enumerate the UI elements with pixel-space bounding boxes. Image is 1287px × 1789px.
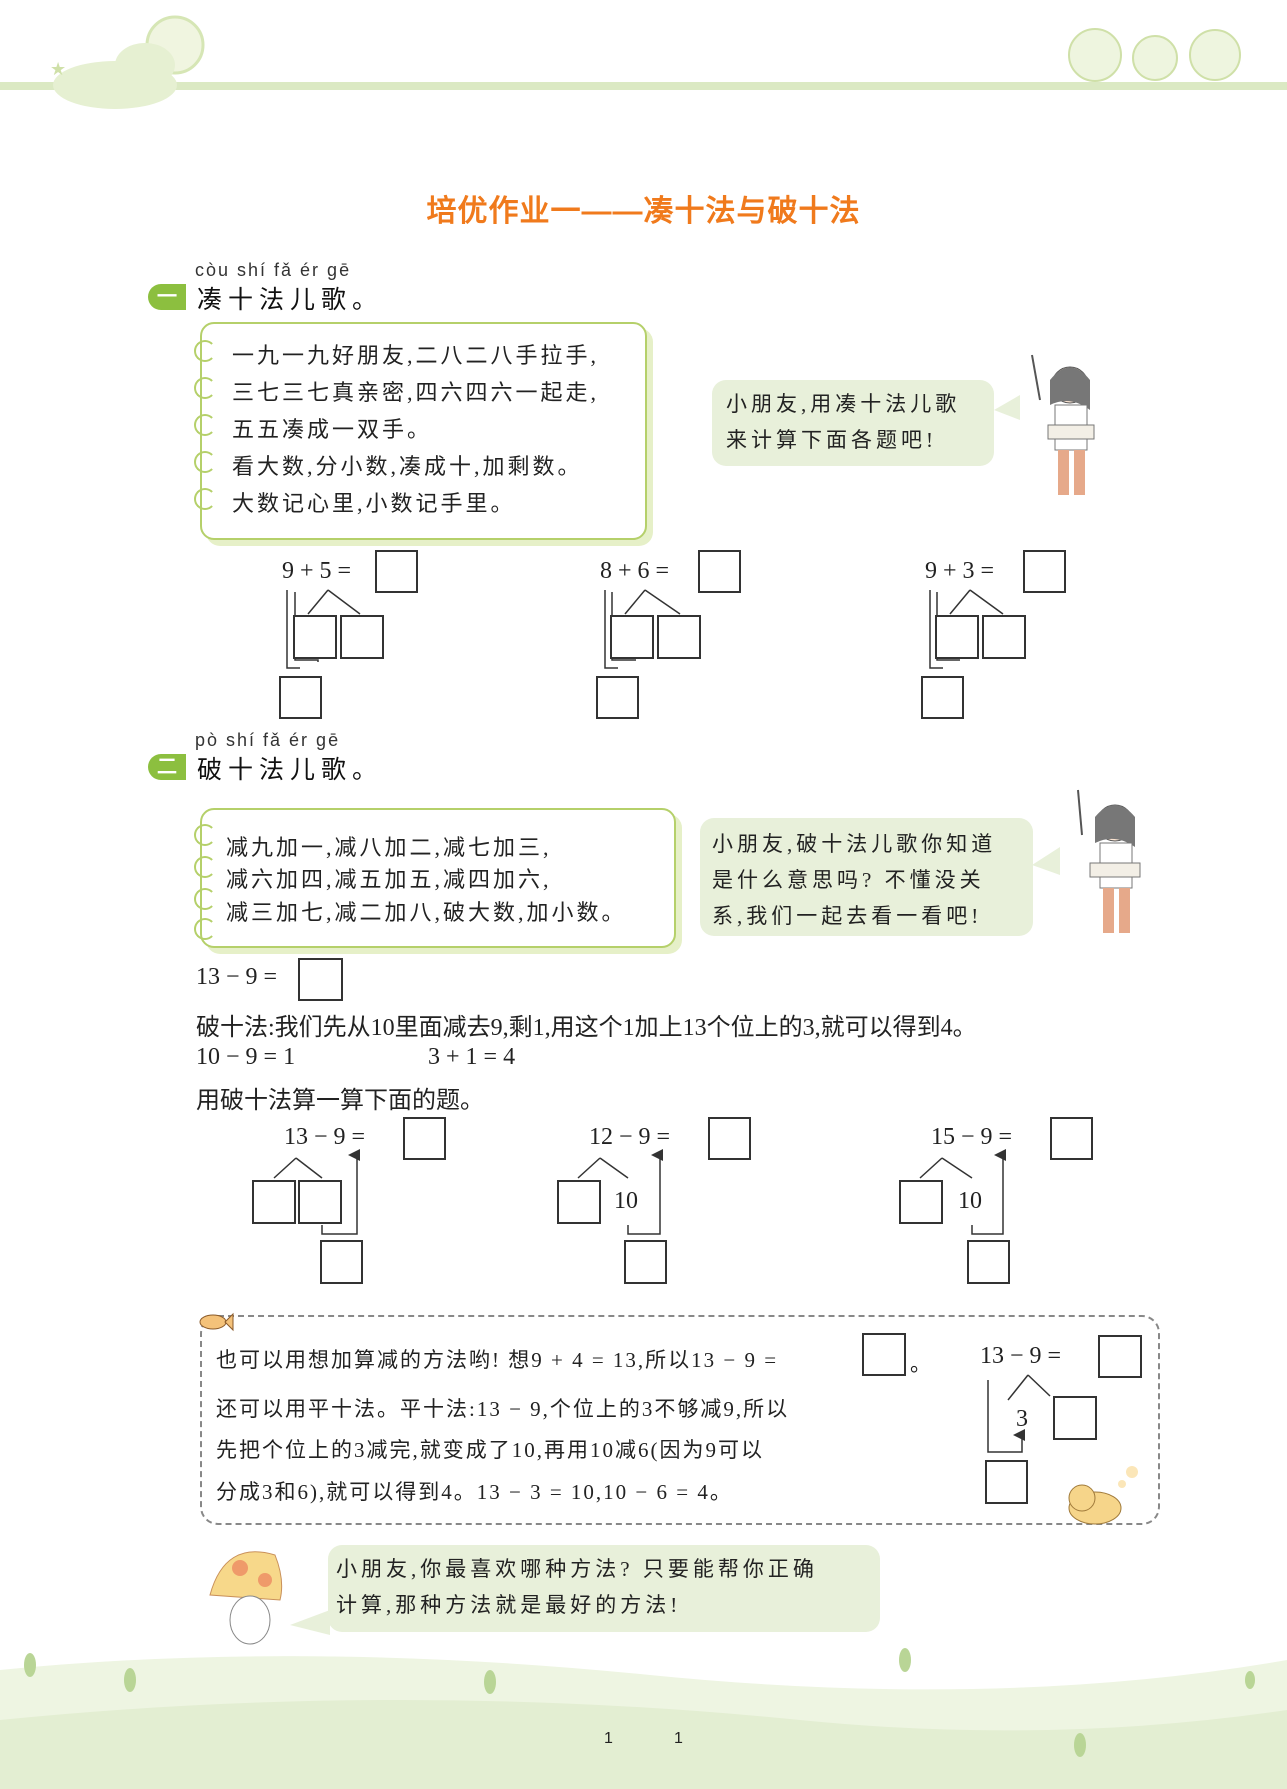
instruction-text: 用破十法算一算下面的题。 xyxy=(196,1088,484,1114)
song-line: 减六加四,减五加五,减四加六, xyxy=(226,867,552,892)
bubble-line: 系,我们一起去看一看吧! xyxy=(712,904,983,928)
result-box[interactable] xyxy=(624,1240,667,1284)
song-line: 五五凑成一双手。 xyxy=(232,417,433,442)
answer-box[interactable] xyxy=(1023,550,1066,593)
ten-box[interactable] xyxy=(921,676,964,719)
fish-icon xyxy=(199,1312,234,1332)
tip-box xyxy=(200,1315,1160,1525)
tip-line: 还可以用平十法。平十法:13 − 9,个位上的3不够减9,所以 xyxy=(216,1397,790,1421)
sun-cloud-decoration: ★ xyxy=(50,15,205,109)
tip-line: 。 xyxy=(910,1352,933,1376)
bubble-line: 计算,那种方法就是最好的方法! xyxy=(336,1593,682,1617)
split-box[interactable] xyxy=(657,615,701,659)
spiral-icon xyxy=(194,451,216,473)
split-box[interactable] xyxy=(610,615,654,659)
bubble-line: 是什么意思吗? 不懂没关 xyxy=(712,868,985,892)
section1-pinyin: còu shí fǎ ér gē xyxy=(195,260,352,280)
spiral-icon xyxy=(194,488,216,510)
explanation-text: 破十法:我们先从10里面减去9,剩1,用这个1加上13个位上的3,就可以得到4。 xyxy=(196,1015,977,1041)
given-ten: 10 xyxy=(958,1188,982,1214)
split-box[interactable] xyxy=(252,1180,296,1224)
mushroom-character-illustration xyxy=(209,1551,330,1645)
result-box[interactable] xyxy=(320,1240,363,1284)
problem-equation: 9 + 5 = xyxy=(282,558,352,584)
section2-pinyin: pò shí fǎ ér gē xyxy=(195,730,341,750)
step-equation: 3 + 1 = 4 xyxy=(428,1044,516,1070)
tip-diagram-lines xyxy=(987,1374,1051,1453)
spiral-icon xyxy=(194,340,216,362)
split-box[interactable] xyxy=(1053,1396,1097,1440)
spiral-icon xyxy=(194,918,216,940)
bubble-line: 小朋友,破十法儿歌你知道 xyxy=(712,832,997,856)
answer-box[interactable] xyxy=(862,1333,906,1376)
teacher-speech-bubble-1: 小朋友,用凑十法儿歌 来计算下面各题吧! xyxy=(712,380,994,466)
section2-diagram-lines xyxy=(273,1149,1006,1235)
split-box[interactable] xyxy=(293,615,337,659)
answer-box[interactable] xyxy=(403,1117,446,1160)
problem-equation: 15 − 9 = xyxy=(931,1124,1013,1150)
bubble-line: 小朋友,用凑十法儿歌 xyxy=(726,392,961,416)
answer-box[interactable] xyxy=(375,550,418,593)
tip-diagram-given: 3 xyxy=(1016,1406,1028,1432)
spiral-icon xyxy=(194,414,216,436)
section2-heading: 破十法儿歌。 xyxy=(197,756,384,784)
teacher-speech-bubble-2: 小朋友,破十法儿歌你知道 是什么意思吗? 不懂没关 系,我们一起去看一看吧! xyxy=(700,818,1033,936)
answer-box[interactable] xyxy=(1050,1117,1093,1160)
song-line: 看大数,分小数,凑成十,加剩数。 xyxy=(232,454,583,479)
bubble-line: 小朋友,你最喜欢哪种方法? 只要能帮你正确 xyxy=(336,1557,818,1581)
given-ten: 10 xyxy=(614,1188,638,1214)
spiral-icon xyxy=(194,888,216,910)
sleeping-cat-illustration xyxy=(1068,1466,1138,1525)
split-box[interactable] xyxy=(340,615,384,659)
section1-song-card xyxy=(200,322,647,540)
teacher-illustration xyxy=(1032,789,1141,933)
page-title: 培优作业一——凑十法与破十法 xyxy=(426,195,861,228)
split-box[interactable] xyxy=(298,1180,342,1224)
closing-speech-bubble: 小朋友,你最喜欢哪种方法? 只要能帮你正确 计算,那种方法就是最好的方法! xyxy=(328,1545,880,1632)
song-line: 大数记心里,小数记手里。 xyxy=(232,491,516,516)
tip-line: 也可以用想加算减的方法哟! 想9 + 4 = 13,所以13 − 9 = xyxy=(216,1348,779,1372)
spiral-icon xyxy=(194,824,216,846)
page-number-left: 1 xyxy=(604,1730,613,1747)
section1-heading: 凑十法儿歌。 xyxy=(197,286,384,314)
spiral-icon xyxy=(194,856,216,878)
song-line: 一九一九好朋友,二八二八手拉手, xyxy=(232,343,600,368)
hills-background xyxy=(0,1648,1287,1789)
answer-box[interactable] xyxy=(708,1117,751,1160)
song-line: 减三加七,减二加八,破大数,加小数。 xyxy=(226,900,627,925)
section1-badge: 一 xyxy=(148,284,186,310)
tip-diagram-equation: 13 − 9 = xyxy=(980,1343,1062,1369)
section2-song-card xyxy=(200,808,676,948)
song-line: 减九加一,减八加二,减七加三, xyxy=(226,835,552,860)
bubble-line: 来计算下面各题吧! xyxy=(726,428,937,452)
section2-badge: 二 xyxy=(148,754,186,780)
answer-box[interactable] xyxy=(298,958,343,1001)
header-band xyxy=(0,82,1287,90)
result-box[interactable] xyxy=(967,1240,1010,1284)
ten-box[interactable] xyxy=(279,676,322,719)
split-box[interactable] xyxy=(557,1180,601,1224)
song-line: 三七三七真亲密,四六四六一起走, xyxy=(232,380,600,405)
step-equation: 10 − 9 = 1 xyxy=(196,1044,296,1070)
tip-line: 分成3和6),就可以得到4。13 − 3 = 10,10 − 6 = 4。 xyxy=(216,1480,733,1504)
animal-faces-decoration xyxy=(1068,28,1241,82)
example-equation: 13 − 9 = xyxy=(196,964,278,990)
problem-equation: 12 − 9 = xyxy=(589,1124,671,1150)
split-box[interactable] xyxy=(899,1180,943,1224)
svg-text:★: ★ xyxy=(50,59,66,79)
spiral-icon xyxy=(194,377,216,399)
answer-box[interactable] xyxy=(1098,1335,1142,1378)
page-number-right: 1 xyxy=(674,1730,683,1747)
problem-equation: 9 + 3 = xyxy=(925,558,995,584)
answer-box[interactable] xyxy=(698,550,741,593)
problem-equation: 8 + 6 = xyxy=(600,558,670,584)
section1-diagram-lines xyxy=(286,589,1004,669)
split-box[interactable] xyxy=(935,615,979,659)
result-box[interactable] xyxy=(985,1460,1028,1504)
ten-box[interactable] xyxy=(596,676,639,719)
tip-line: 先把个位上的3减完,就变成了10,再用10减6(因为9可以 xyxy=(216,1438,764,1462)
teacher-illustration xyxy=(994,354,1095,495)
split-box[interactable] xyxy=(982,615,1026,659)
problem-equation: 13 − 9 = xyxy=(284,1124,366,1150)
